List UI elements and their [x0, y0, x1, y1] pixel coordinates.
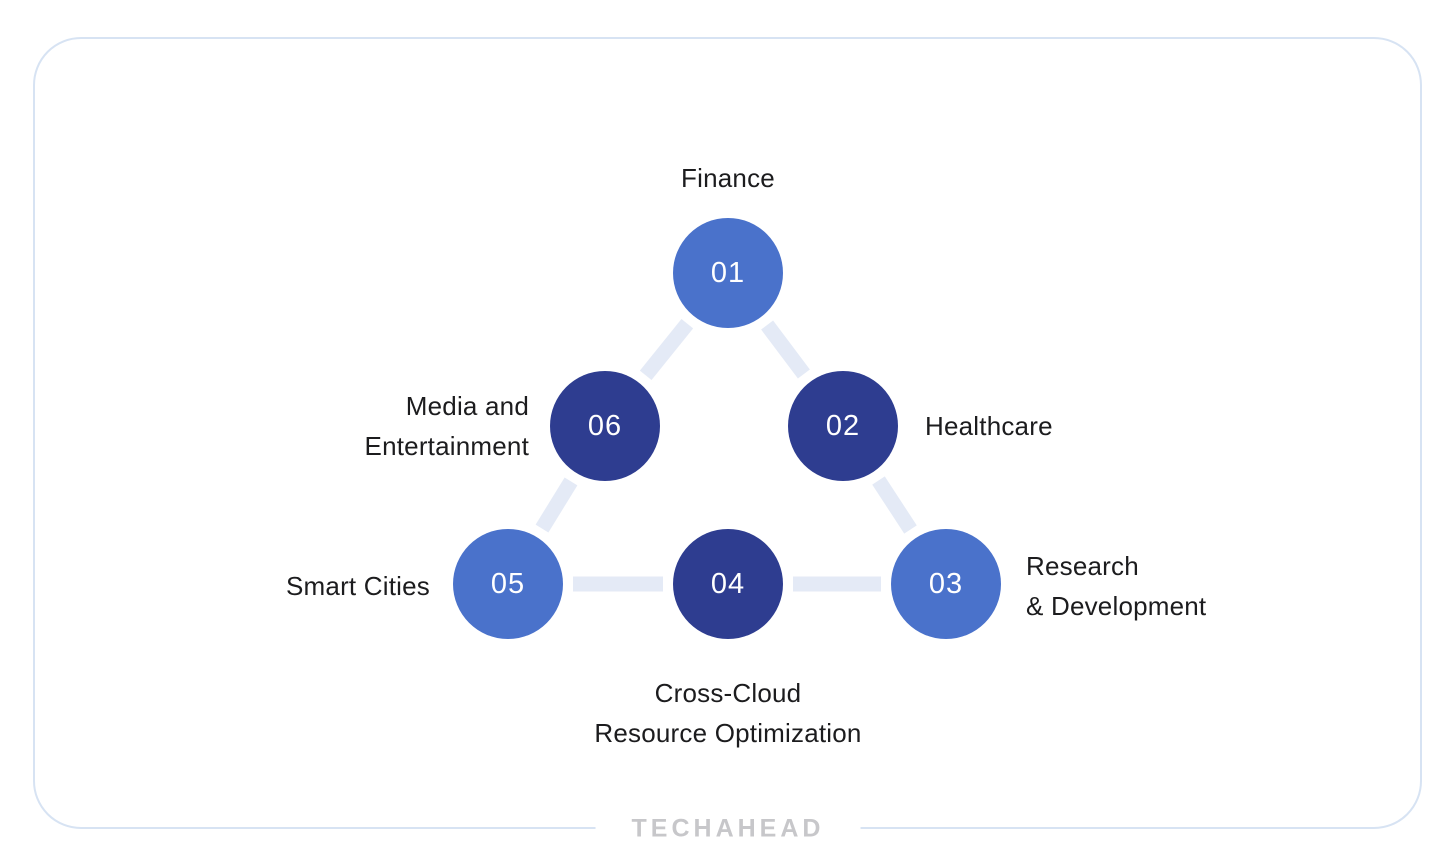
node-01-number: 01 — [710, 256, 746, 289]
label-cross-cloud-line-2: Resource Optimization — [594, 718, 862, 748]
connector-01-06 — [639, 318, 694, 381]
label-media-line-2: Entertainment — [364, 431, 529, 461]
diagram-card — [33, 37, 1422, 829]
node-05-number: 05 — [490, 567, 526, 600]
node-05-smart-cities: 05 — [453, 529, 563, 639]
label-research-line-2: & Development — [1026, 591, 1207, 621]
label-healthcare-line: Healthcare — [925, 411, 1053, 441]
node-02-number: 02 — [825, 409, 861, 442]
label-research-line-1: Research — [1026, 551, 1139, 581]
node-02-healthcare: 02 — [788, 371, 898, 481]
label-finance-line: Finance — [681, 163, 775, 193]
connector-01-02 — [761, 320, 810, 379]
node-06-media-entertainment: 06 — [550, 371, 660, 481]
label-cross-cloud-resource-optimization: Cross-Cloud Resource Optimization — [528, 673, 928, 753]
node-04-cross-cloud: 04 — [673, 529, 783, 639]
node-03-research-development: 03 — [891, 529, 1001, 639]
brand-logo-wrap: TECHAHEAD — [595, 806, 861, 852]
label-finance: Finance — [578, 158, 878, 198]
node-01-finance: 01 — [673, 218, 783, 328]
node-03-number: 03 — [928, 567, 964, 600]
label-healthcare: Healthcare — [925, 406, 1053, 446]
node-04-number: 04 — [710, 567, 746, 600]
label-media-line-1: Media and — [405, 391, 529, 421]
label-media-entertainment: Media and Entertainment — [140, 386, 529, 466]
node-06-number: 06 — [587, 409, 623, 442]
label-research-development: Research & Development — [1026, 546, 1206, 626]
connector-05-06 — [535, 477, 578, 533]
techahead-logo: TECHAHEAD — [631, 814, 825, 843]
connector-02-03 — [872, 476, 917, 534]
label-cross-cloud-line-1: Cross-Cloud — [654, 678, 802, 708]
label-smart-cities-line: Smart Cities — [286, 571, 430, 601]
label-smart-cities: Smart Cities — [140, 566, 430, 606]
